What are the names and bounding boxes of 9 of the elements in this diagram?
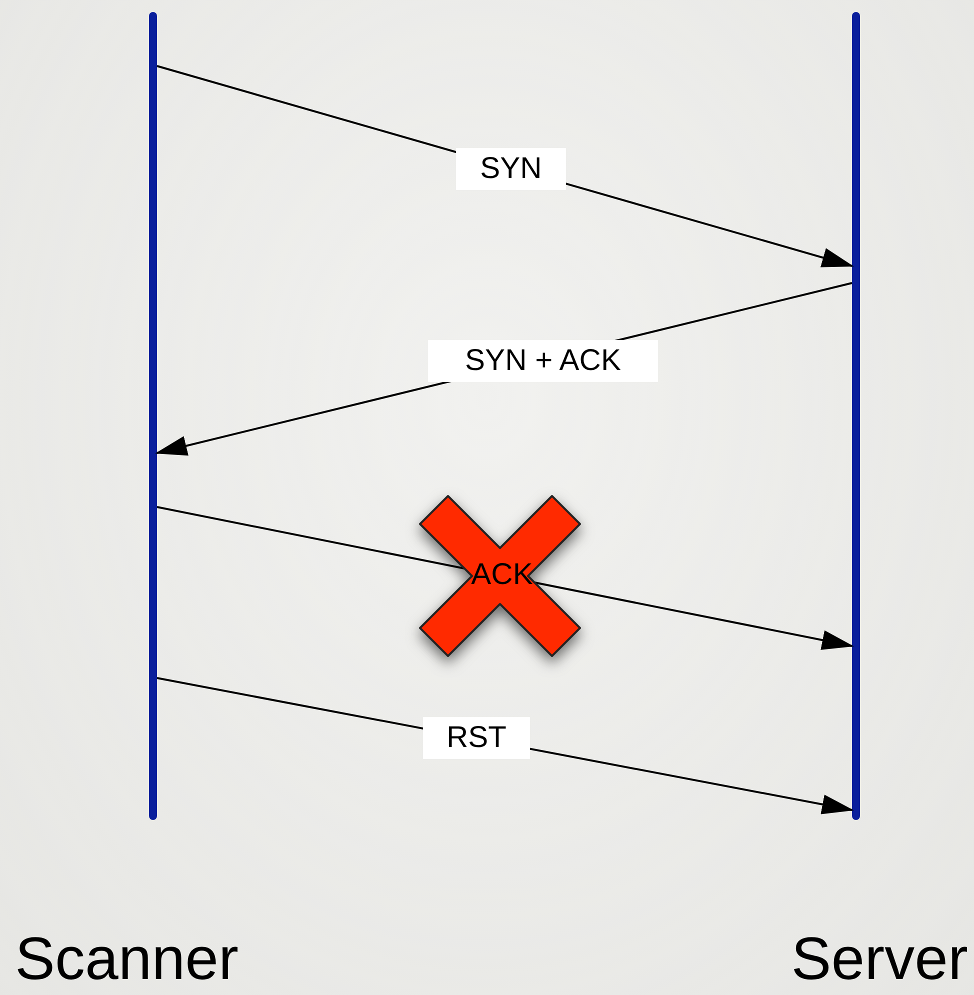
- participant-label: Server: [791, 924, 968, 994]
- lifeline-bar: [852, 12, 860, 820]
- lifeline-bar: [149, 12, 157, 820]
- edge-label: SYN: [456, 148, 566, 190]
- participant-label: Scanner: [15, 924, 238, 994]
- arrow: [156, 506, 854, 650]
- edge-label: RST: [423, 717, 530, 759]
- edge-label: SYN + ACK: [428, 340, 658, 382]
- edge-label: ACK: [470, 557, 534, 593]
